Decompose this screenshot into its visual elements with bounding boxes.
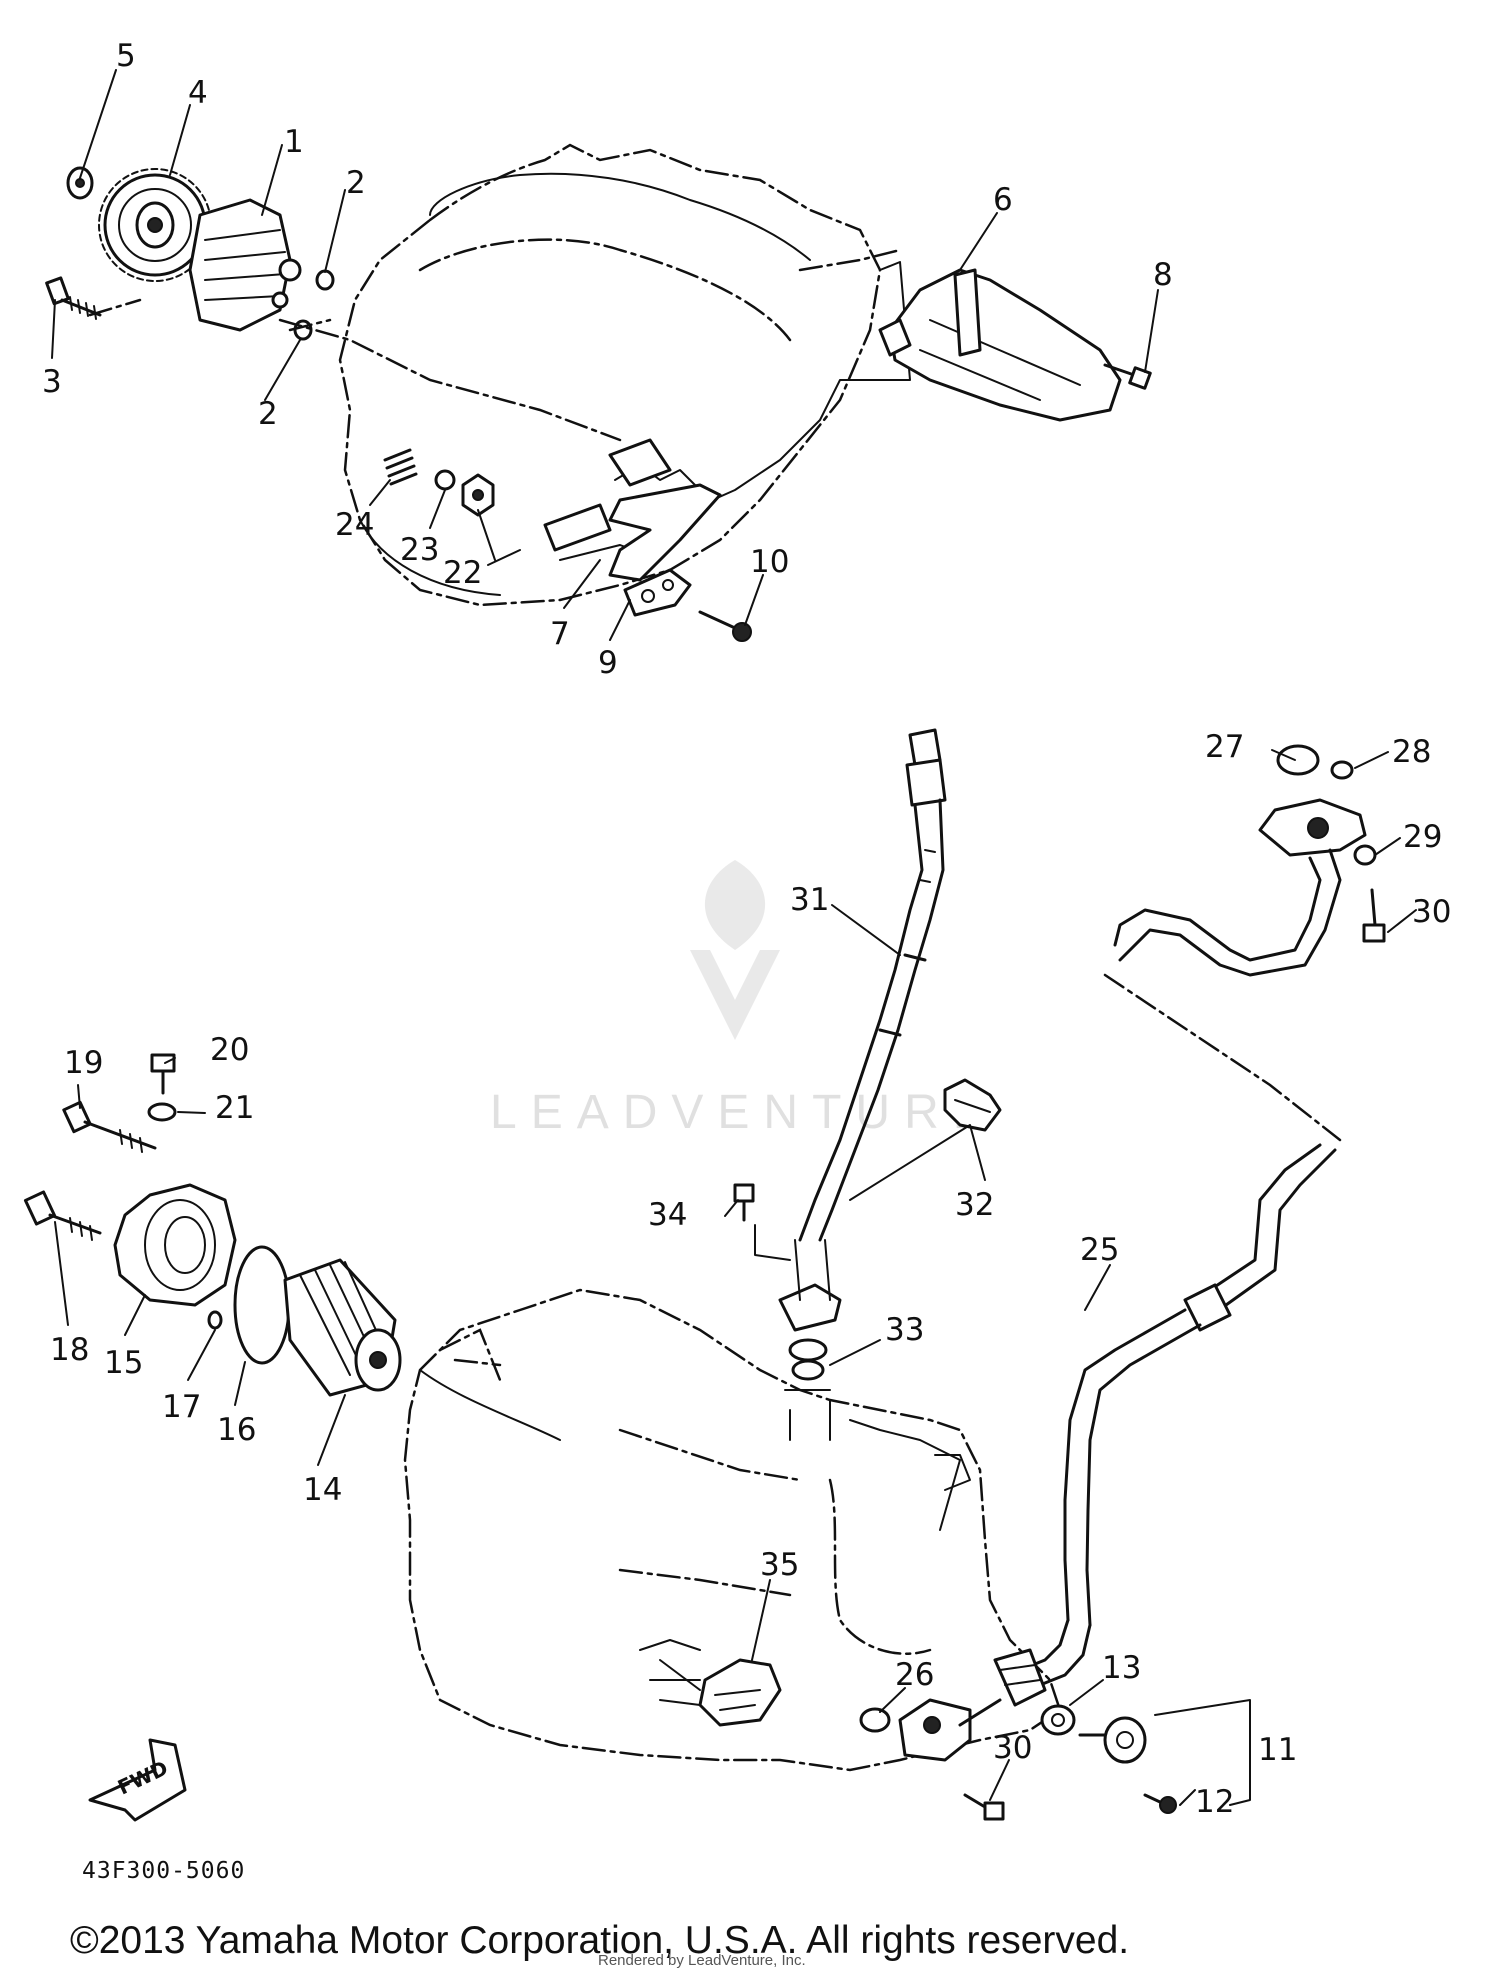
tube-flange-part-31-base (778, 1239, 842, 1332)
oil-pipe-part-25 (993, 1143, 1337, 1707)
callout-6: 6 (993, 182, 1013, 218)
filter-cover-part-15 (113, 1183, 237, 1307)
callout-numbers: 1 2 2 3 4 5 6 7 8 9 10 11 12 13 14 15 16… (42, 38, 1451, 1820)
callout-25: 25 (1080, 1232, 1119, 1268)
callout-2-lower: 2 (258, 396, 278, 432)
oil-strainer-part-6 (878, 268, 1122, 422)
gasket-part-26 (859, 1707, 891, 1733)
clip-part-35 (659, 1658, 782, 1727)
o-ring-part-2-upper (315, 269, 335, 291)
bolt-part-20 (150, 1053, 176, 1095)
bolt-part-12 (1143, 1793, 1177, 1814)
bracket-part-7 (543, 438, 722, 582)
bolt-part-19 (62, 1100, 157, 1153)
leadventure-watermark: LEADVENTURE (490, 860, 999, 1139)
callout-8: 8 (1153, 257, 1173, 293)
callout-13: 13 (1102, 1650, 1141, 1686)
washer-part-21 (147, 1102, 177, 1122)
callout-29: 29 (1403, 819, 1442, 855)
callout-27: 27 (1205, 729, 1244, 765)
screw-part-34 (733, 1183, 755, 1222)
callout-2-upper: 2 (346, 165, 366, 201)
bolt-part-30-upper (1362, 888, 1386, 943)
callout-16: 16 (217, 1412, 256, 1448)
copyright-notice: ©2013 Yamaha Motor Corporation, U.S.A. A… (70, 1919, 1129, 1962)
callout-21: 21 (215, 1090, 254, 1126)
leader-lines (51, 69, 1417, 1806)
callout-30-lower: 30 (993, 1730, 1032, 1766)
spring-part-24 (383, 448, 418, 486)
pipe-flange-part-29 (1258, 798, 1377, 866)
washer-part-13 (1040, 1704, 1076, 1736)
o-ring-part-28 (1330, 760, 1354, 780)
o-ring-part-17 (207, 1310, 223, 1330)
callout-17: 17 (162, 1389, 201, 1425)
callout-19: 19 (64, 1045, 103, 1081)
pipe-flange-part-30-lower (898, 1698, 1002, 1762)
o-ring-part-16 (233, 1245, 291, 1365)
callout-14: 14 (303, 1472, 342, 1508)
grommet-part-33 (784, 1338, 831, 1441)
drawing-code: 43F300-5060 (82, 1858, 245, 1884)
callout-26: 26 (895, 1657, 934, 1693)
o-ring-part-23 (434, 469, 456, 491)
clamp-part-32 (943, 1078, 1002, 1132)
callout-31: 31 (790, 882, 829, 918)
callout-4: 4 (188, 75, 208, 111)
rendered-by-note: Rendered by LeadVenture, Inc. (598, 1952, 806, 1969)
callout-20: 20 (210, 1032, 249, 1068)
callout-12: 12 (1195, 1784, 1234, 1820)
callout-9: 9 (598, 645, 618, 681)
nut-part-5 (66, 166, 94, 200)
callout-33: 33 (885, 1312, 924, 1348)
fwd-arrow-icon: FWD (88, 1738, 187, 1822)
callout-7: 7 (550, 616, 570, 652)
o-ring-part-2-lower (293, 319, 313, 341)
bolt-part-3 (45, 276, 102, 320)
oil-pump-part-1 (188, 198, 302, 332)
callout-35: 35 (760, 1547, 799, 1583)
callout-32: 32 (955, 1187, 994, 1223)
callout-22: 22 (443, 555, 482, 591)
o-ring-part-27 (1276, 744, 1320, 776)
bolt-part-30-lower (963, 1793, 1005, 1821)
plate-part-9 (623, 568, 692, 617)
callout-10: 10 (750, 544, 789, 580)
oil-filter-part-14 (283, 1258, 402, 1397)
dipstick-tube-part-31 (798, 728, 947, 1242)
callout-11: 11 (1258, 1732, 1297, 1768)
bracket-line-part-11 (1154, 1699, 1251, 1806)
callout-5: 5 (116, 38, 136, 74)
callout-30-upper: 30 (1412, 894, 1451, 930)
callout-23: 23 (400, 532, 439, 568)
watermark-text: LEADVENTURE (490, 1086, 999, 1139)
callout-28: 28 (1392, 734, 1431, 770)
lower-crankcase-outline (403, 1288, 1062, 1772)
callout-18: 18 (50, 1332, 89, 1368)
callout-15: 15 (104, 1345, 143, 1381)
upper-oil-pipe (1103, 848, 1342, 1142)
screw-part-10 (698, 610, 752, 642)
callout-3: 3 (42, 364, 62, 400)
callout-24: 24 (335, 507, 374, 543)
callout-34: 34 (648, 1197, 687, 1233)
union-bolt-part-11 (1078, 1716, 1147, 1764)
upper-crankcase-outline (88, 143, 911, 607)
callout-1: 1 (284, 124, 304, 160)
collar-part-22 (461, 473, 495, 517)
bolt-part-18 (23, 1190, 102, 1241)
